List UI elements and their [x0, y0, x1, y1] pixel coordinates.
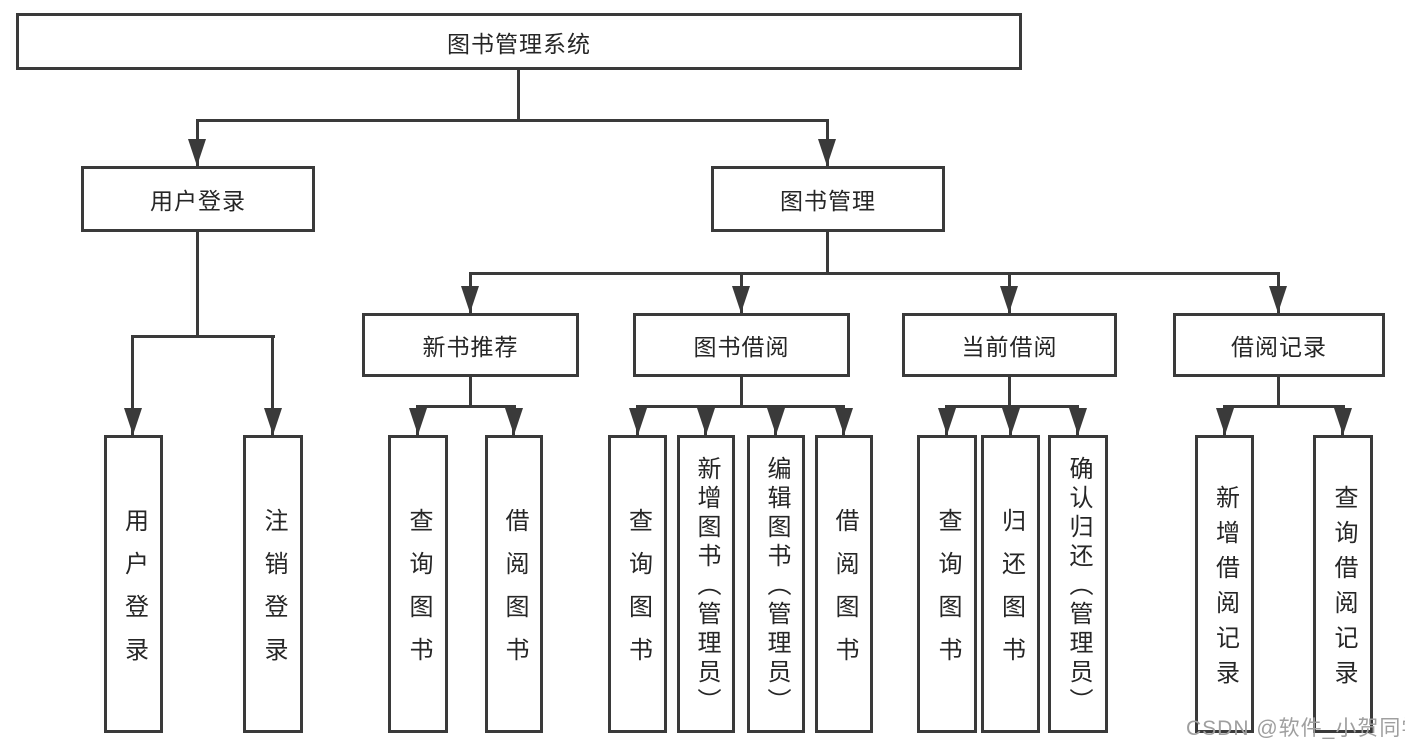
- leaf-query-borrow-record: 查询借阅记录: [1313, 435, 1373, 733]
- arrow-down-icon: [938, 408, 956, 435]
- arrow-down-icon: [124, 408, 142, 435]
- leaf-user-login: 用户登录: [104, 435, 163, 733]
- arrow-down-icon: [1269, 286, 1287, 313]
- node-book-management: 图书管理: [711, 166, 945, 232]
- connector-line: [826, 232, 829, 275]
- arrow-down-icon: [461, 286, 479, 313]
- arrow-down-icon: [505, 408, 523, 435]
- connector-line: [740, 377, 743, 406]
- leaf-confirm-return-admin: 确认归还（管理员）: [1048, 435, 1108, 733]
- leaf-borrow-book-recommend: 借阅图书: [485, 435, 543, 733]
- arrow-down-icon: [1334, 408, 1352, 435]
- leaf-return-book: 归还图书: [981, 435, 1040, 733]
- arrow-down-icon: [767, 408, 785, 435]
- connector-line: [945, 405, 1079, 408]
- arrow-down-icon: [1002, 408, 1020, 435]
- arrow-down-icon: [732, 286, 750, 313]
- connector-line: [636, 405, 845, 408]
- leaf-borrow-book: 借阅图书: [815, 435, 873, 733]
- connector-line: [131, 335, 275, 338]
- leaf-query-book-recommend: 查询图书: [388, 435, 448, 733]
- node-current-borrow: 当前借阅: [902, 313, 1117, 377]
- connector-line: [131, 335, 134, 435]
- connector-line: [1008, 377, 1011, 406]
- leaf-query-book-current: 查询图书: [917, 435, 977, 733]
- arrow-down-icon: [697, 408, 715, 435]
- node-book-borrow: 图书借阅: [633, 313, 850, 377]
- leaf-add-book-admin: 新增图书（管理员）: [677, 435, 735, 733]
- node-borrow-records: 借阅记录: [1173, 313, 1385, 377]
- arrow-down-icon: [188, 139, 206, 166]
- leaf-query-book-borrow: 查询图书: [608, 435, 667, 733]
- node-library-system: 图书管理系统: [16, 13, 1022, 70]
- leaf-edit-book-admin: 编辑图书（管理员）: [747, 435, 805, 733]
- arrow-down-icon: [409, 408, 427, 435]
- connector-line: [1277, 377, 1280, 406]
- arrow-down-icon: [629, 408, 647, 435]
- arrow-down-icon: [264, 408, 282, 435]
- connector-line: [416, 405, 516, 408]
- arrow-down-icon: [818, 139, 836, 166]
- arrow-down-icon: [1216, 408, 1234, 435]
- node-user-login: 用户登录: [81, 166, 315, 232]
- leaf-logout: 注销登录: [243, 435, 303, 733]
- connector-line: [469, 377, 472, 406]
- node-new-book-recommend: 新书推荐: [362, 313, 579, 377]
- connector-line: [517, 70, 520, 121]
- connector-line: [469, 272, 1280, 275]
- connector-line: [196, 119, 829, 122]
- watermark: CSDN @软件_小贺同学: [1186, 717, 1405, 740]
- leaf-add-borrow-record: 新增借阅记录: [1195, 435, 1254, 733]
- connector-line: [271, 335, 274, 435]
- arrow-down-icon: [1069, 408, 1087, 435]
- connector-line: [196, 232, 199, 335]
- arrow-down-icon: [835, 408, 853, 435]
- connector-line: [1223, 405, 1345, 408]
- arrow-down-icon: [1000, 286, 1018, 313]
